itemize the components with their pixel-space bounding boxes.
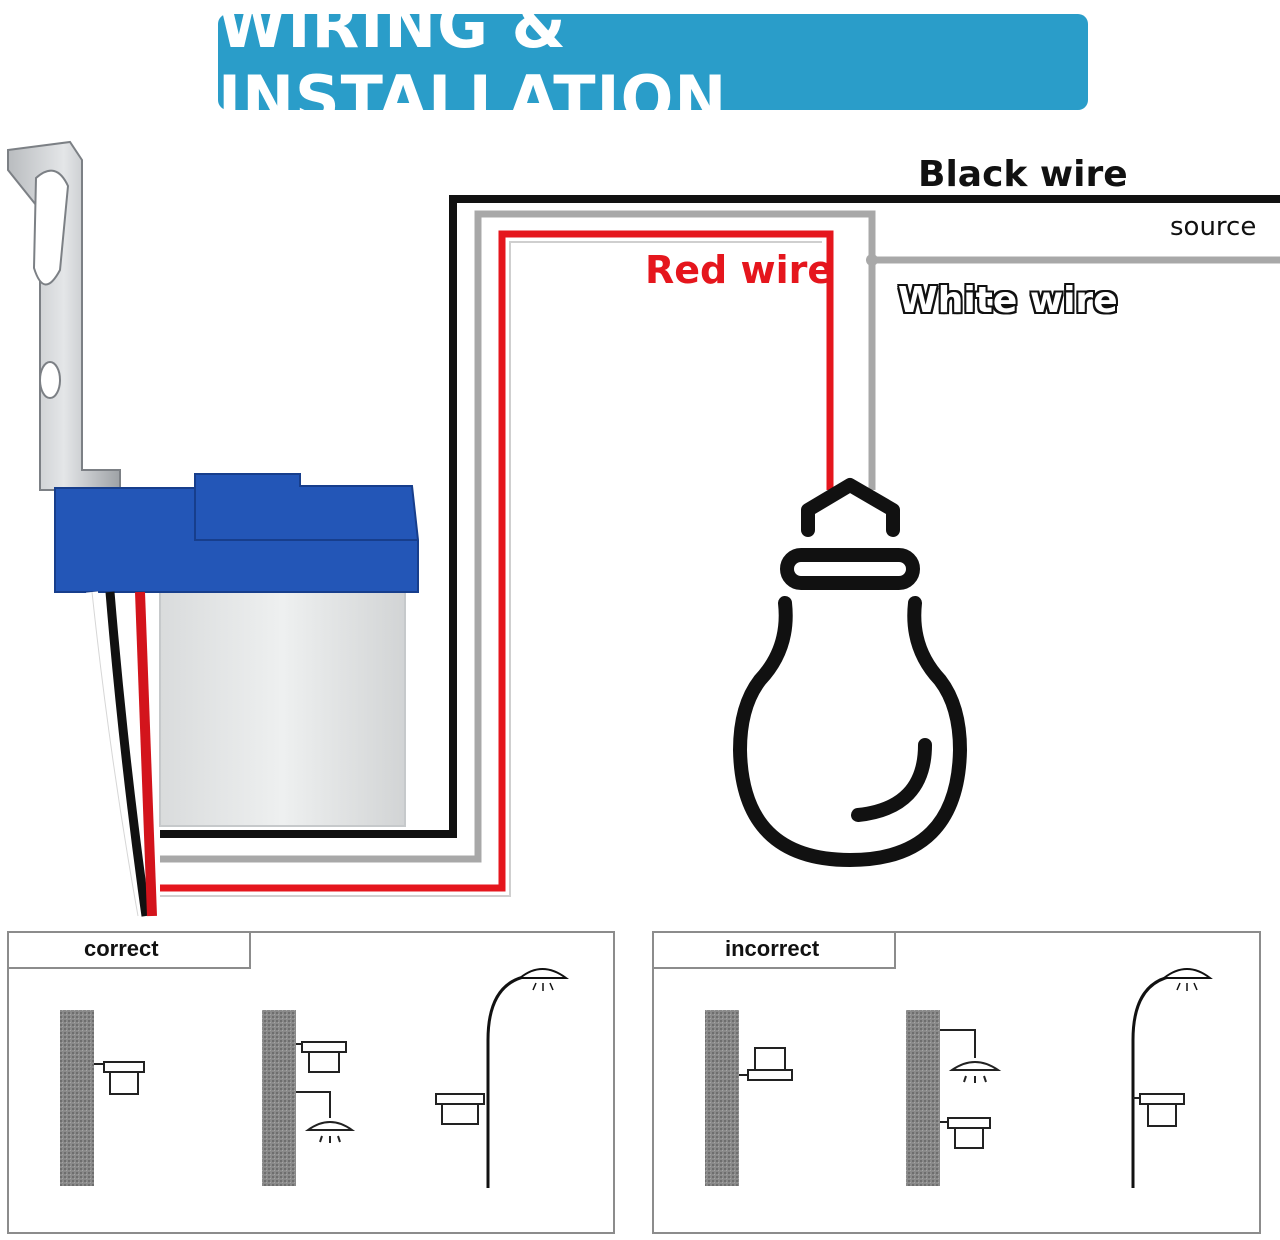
lamp-icon	[940, 1029, 1002, 1083]
street-lamp-icon	[486, 968, 570, 1188]
page-title: WIRING & INSTALLATION	[218, 0, 728, 135]
red-wire-label: Red wire	[645, 248, 834, 292]
title-banner: WIRING & INSTALLATION	[218, 0, 1088, 135]
wall-icon	[906, 1010, 940, 1186]
correct-label: correct	[84, 936, 159, 961]
mounting-bracket-icon	[7, 140, 121, 491]
wire-junction	[866, 254, 878, 266]
wall-icon	[705, 1010, 739, 1186]
black-wire	[160, 195, 1280, 838]
white-wire	[160, 210, 876, 863]
street-lamp-icon	[1131, 968, 1213, 1188]
sensor-small-icon	[296, 1041, 347, 1073]
source-label: source	[1170, 212, 1257, 242]
sensor-small-icon	[940, 1117, 991, 1149]
correct-panel	[7, 931, 615, 1234]
white-wire-label: White wire	[898, 280, 1118, 321]
red-wire	[160, 230, 834, 892]
sensor-small-icon	[1133, 1093, 1185, 1127]
incorrect-label: incorrect	[725, 936, 820, 961]
incorrect-panel	[652, 931, 1261, 1234]
sensor-small-icon	[435, 1093, 485, 1125]
wall-icon	[262, 1010, 296, 1186]
sensor-small-icon	[739, 1047, 793, 1081]
lamp-icon	[296, 1091, 356, 1143]
sensor-small-icon	[103, 1061, 145, 1095]
light-bulb-icon	[733, 478, 967, 867]
black-wire-label: Black wire	[918, 154, 1128, 195]
wall-icon	[60, 1010, 94, 1186]
photocell-sensor-icon	[54, 473, 419, 918]
